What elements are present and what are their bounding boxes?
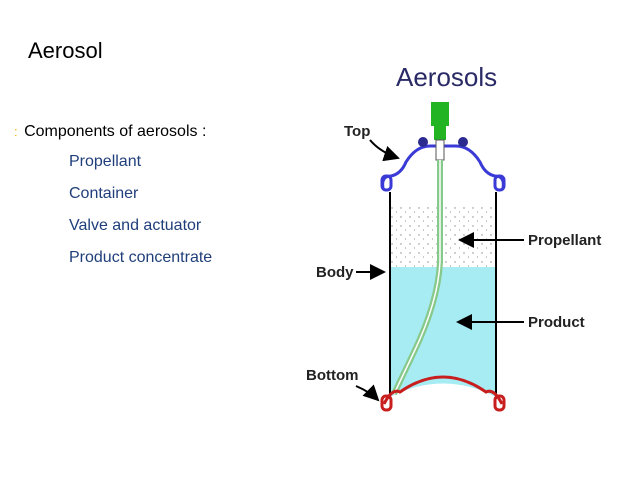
- list-item-product-concentrate: Product concentrate: [69, 249, 213, 266]
- label-propellant: Propellant: [528, 232, 601, 249]
- valve-body: [435, 139, 445, 161]
- actuator-icon: [431, 102, 449, 126]
- top-cap-left-crimp: [380, 174, 393, 192]
- aerosol-diagram: Aerosols Top Body Bottom Propellant Prod…: [306, 62, 601, 412]
- bottom-cap-right-crimp: [493, 394, 506, 412]
- bottom-cap: [382, 375, 504, 405]
- top-cap-right-crimp: [493, 174, 506, 192]
- arrow-bottom: [355, 384, 380, 402]
- valve-right-curl: [458, 137, 468, 147]
- valve-left-curl: [418, 137, 428, 147]
- bullet-text: Components of aerosols :: [24, 123, 207, 140]
- diagram-title: Aerosols: [396, 62, 497, 92]
- dip-tube-highlight: [393, 160, 441, 395]
- label-bottom: Bottom: [306, 367, 359, 384]
- arrow-top: [369, 139, 400, 162]
- components-list: Propellant Container Valve and actuator …: [69, 151, 212, 279]
- bullet-components: : Components of aerosols :: [14, 123, 206, 141]
- list-item-propellant: Propellant: [69, 153, 142, 170]
- actuator-stem: [434, 122, 446, 140]
- list-item-container: Container: [69, 185, 139, 202]
- label-body: Body: [316, 264, 354, 281]
- slide-title: Aerosol: [28, 38, 103, 63]
- product-region: [390, 267, 496, 397]
- label-product: Product: [528, 314, 585, 331]
- label-top: Top: [344, 123, 370, 140]
- bullet-marker: :: [14, 124, 18, 139]
- list-item-valve-actuator: Valve and actuator: [69, 217, 202, 234]
- bottom-cap-left-crimp: [380, 394, 393, 412]
